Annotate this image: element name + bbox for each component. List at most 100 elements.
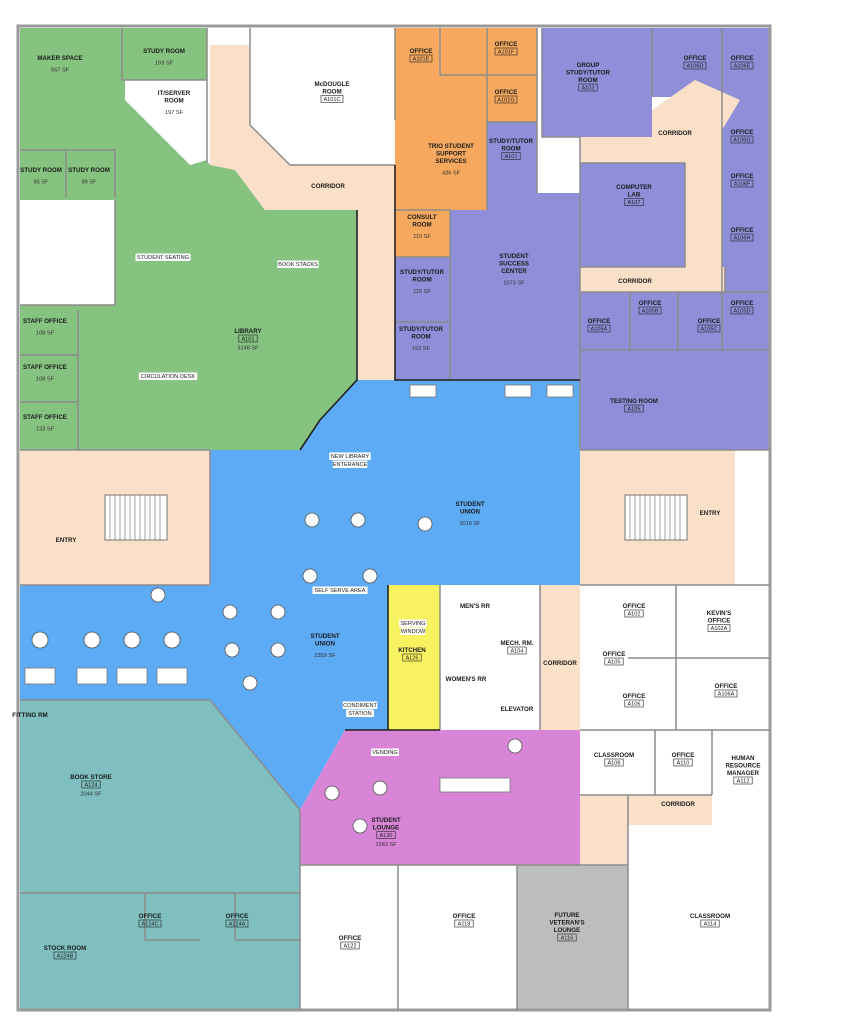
room-code-box (501, 152, 521, 160)
room-label: VENDING (371, 748, 399, 756)
room-name: STUDY/TUTOR (399, 326, 443, 333)
room-code-box (376, 831, 396, 839)
label-background (312, 586, 368, 594)
room-zone-veterans (517, 865, 628, 1010)
room-code: A124B (57, 954, 74, 960)
room-code: A103 (581, 86, 594, 92)
room-name: MANAGER (727, 770, 759, 777)
room-code-box (494, 95, 518, 104)
label-background (135, 253, 191, 261)
room-name: OFFICE (731, 173, 754, 180)
room-zone-unassigned (300, 865, 517, 1010)
label-background (400, 627, 426, 635)
label-background (371, 748, 399, 756)
label-background (399, 619, 427, 627)
furniture (24, 384, 574, 834)
room-code: A124A (229, 922, 246, 928)
room-area: 567 SF (51, 68, 70, 74)
annotation-text: SELF SERVE AREA (315, 588, 366, 594)
room-zone-success (580, 292, 722, 350)
room-name: OFFICE (731, 129, 754, 136)
room-code-box (730, 233, 754, 242)
room-zone-bookstore (20, 700, 300, 1010)
label-background (277, 260, 319, 268)
room-label: FITTING RM (12, 712, 47, 719)
room-code: A110 (677, 761, 690, 767)
room-name: ROOM (412, 222, 431, 229)
room-name: OFFICE (623, 603, 646, 610)
room-code: A105C (700, 327, 717, 333)
room-name: STUDY ROOM (20, 167, 62, 174)
room-code: A112 (737, 779, 750, 785)
room-name: WOMEN'S RR (446, 676, 487, 683)
room-code-box (604, 657, 624, 666)
room-code-box (700, 919, 720, 928)
room-name: LOUNGE (554, 927, 580, 934)
annotation-text: CIRCULATION DESK (141, 374, 196, 380)
room-name: LIBRARY (234, 328, 262, 335)
square-table-set (123, 631, 141, 649)
room-zone-success (395, 257, 450, 380)
booth (24, 667, 56, 685)
room-name: OFFICE (623, 693, 646, 700)
room-name: STUDENT (499, 253, 528, 260)
room-code-box (494, 47, 518, 56)
room-zone-union (20, 380, 580, 810)
room-code: A101 (504, 154, 517, 160)
room-code: A101C (323, 97, 340, 103)
room-name: ENTRY (56, 537, 78, 544)
room-code-box (707, 624, 731, 632)
room-zone-corridor (580, 267, 725, 292)
annotation-text: SERVING (400, 621, 425, 627)
room-code: A107 (627, 200, 640, 206)
annotation-text: WINDOW (401, 629, 426, 635)
room-code: A106G (733, 138, 750, 144)
room-code-box (340, 941, 360, 950)
room-code-box (507, 646, 527, 655)
room-zone-corridor (210, 45, 395, 380)
room-name: OFFICE (339, 935, 362, 942)
room-area: 2044 SF (80, 792, 102, 798)
room-zone-unassigned (580, 585, 770, 795)
room-label: STUDENT SEATING (135, 253, 191, 261)
room-code-box (81, 780, 101, 789)
round-table (324, 785, 340, 801)
square-table-set (83, 631, 101, 649)
room-label: MECH. RM.A104 (501, 640, 534, 655)
room-code: A114 (704, 922, 717, 928)
lounge-sofa (439, 777, 511, 793)
room-name: CORRIDOR (658, 130, 692, 137)
room-code: A122 (343, 944, 356, 950)
room-name: OFFICE (715, 683, 738, 690)
room-name: ROOM (412, 277, 431, 284)
room-code: A105 (627, 407, 640, 413)
room-name: OFFICE (731, 227, 754, 234)
round-table (222, 604, 238, 620)
round-table (372, 780, 388, 796)
room-zone-library (20, 28, 357, 450)
label-background (346, 709, 374, 717)
room-name: ELEVATOR (501, 706, 534, 713)
label-background (332, 460, 368, 468)
annotation-text: CONDIMENT (343, 703, 377, 709)
room-label: BOOK STACKS (277, 260, 319, 268)
room-name: CORRIDOR (543, 660, 577, 667)
room-name: OFFICE (410, 48, 433, 55)
room-code: A101G (497, 98, 514, 104)
